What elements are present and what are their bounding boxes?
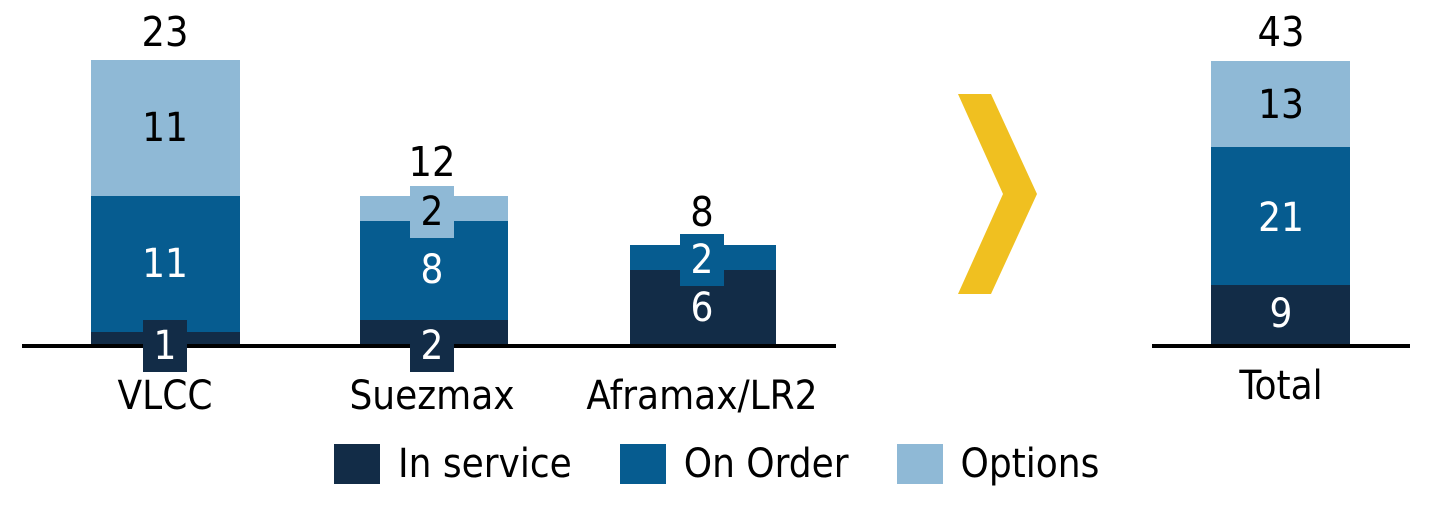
segment-value-total-options: 13	[1258, 82, 1304, 128]
category-label-aframax-lr2: Aframax/LR2	[586, 373, 818, 419]
legend-swatch-options	[896, 444, 943, 484]
axis-line-total	[1152, 344, 1410, 348]
chevron-right-icon	[958, 94, 1037, 294]
segment-value-suezmax-options: 2	[410, 186, 454, 238]
legend-item-options[interactable]: Options	[896, 441, 1100, 487]
category-label-suezmax: Suezmax	[349, 373, 515, 419]
category-label-vlcc: VLCC	[117, 373, 213, 419]
bar-segment-on-order[interactable]	[1211, 147, 1350, 285]
segment-value-vlcc-options: 11	[142, 105, 188, 151]
segment-value-vlcc-in-service: 1	[143, 320, 187, 372]
bar-total-label-vlcc: 23	[141, 8, 189, 56]
bar-total-label-total: 43	[1257, 8, 1305, 56]
bar-vlcc[interactable]	[91, 60, 240, 344]
legend: In service On Order Options	[334, 444, 1099, 484]
bar-total-label-aframax-lr2: 8	[690, 188, 714, 236]
legend-label-in-service: In service	[398, 441, 572, 487]
category-label-total: Total	[1239, 363, 1323, 409]
bar-suezmax[interactable]	[360, 196, 508, 344]
segment-value-total-in-service: 9	[1269, 291, 1293, 337]
legend-item-in-service[interactable]: In service	[334, 444, 572, 484]
bar-segment-options[interactable]	[1211, 61, 1350, 147]
bar-total-label-suezmax: 12	[408, 138, 456, 186]
legend-swatch-in-service	[334, 444, 380, 484]
bar-total[interactable]	[1211, 61, 1350, 344]
legend-swatch-on-order	[619, 444, 666, 484]
segment-value-suezmax-in-service: 2	[410, 320, 454, 372]
segment-value-suezmax-on-order: 8	[420, 247, 444, 293]
segment-value-aframax-in-service: 6	[690, 285, 714, 331]
segment-value-vlcc-on-order: 11	[142, 241, 188, 287]
legend-item-on-order[interactable]: On Order	[619, 441, 849, 487]
legend-label-options: Options	[960, 441, 1100, 487]
bar-segment-in-service[interactable]	[1211, 285, 1350, 344]
segment-value-total-on-order: 21	[1258, 195, 1304, 241]
bar-segment-options[interactable]	[91, 60, 240, 196]
legend-label-on-order: On Order	[683, 441, 849, 487]
bar-segment-on-order[interactable]	[91, 196, 240, 332]
segment-value-aframax-on-order: 2	[680, 234, 724, 286]
